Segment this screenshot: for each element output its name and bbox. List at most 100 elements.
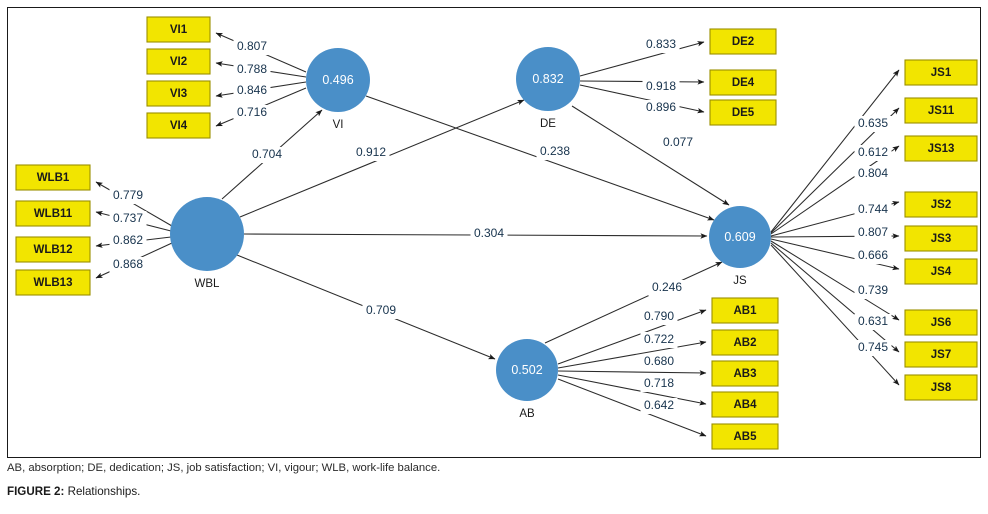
indicator-box-js13[interactable]: JS13 xyxy=(904,135,978,162)
indicator-box-js7[interactable]: JS7 xyxy=(904,341,978,368)
path-coefficient-de-de4: 0.918 xyxy=(646,79,676,93)
indicator-label: JS6 xyxy=(931,317,951,329)
indicator-box-vi2[interactable]: VI2 xyxy=(146,48,211,75)
path-coefficient-js-js1: 0.635 xyxy=(858,116,888,130)
path-coefficient-js-js3: 0.807 xyxy=(858,225,888,239)
indicator-box-wlb11[interactable]: WLB11 xyxy=(15,200,91,227)
indicator-box-js11[interactable]: JS11 xyxy=(904,97,978,124)
indicator-label: AB5 xyxy=(733,431,757,443)
indicator-box-ab2[interactable]: AB2 xyxy=(711,329,779,356)
indicator-box-de4[interactable]: DE4 xyxy=(709,69,777,96)
latent-node-wbl[interactable]: WBL xyxy=(170,197,244,290)
path-label-bg xyxy=(648,280,686,296)
figure-caption-label: FIGURE 2: xyxy=(7,484,65,498)
path-coefficient-vi-js: 0.238 xyxy=(540,144,570,158)
indicator-box-wlb1[interactable]: WLB1 xyxy=(15,164,91,191)
indicator-box-vi1[interactable]: VI1 xyxy=(146,16,211,43)
path-coefficient-wbl-wlb1: 0.779 xyxy=(113,188,143,202)
indicator-box-js6[interactable]: JS6 xyxy=(904,309,978,336)
path-arrow-js-to-js7 xyxy=(770,242,900,353)
indicator-label: JS13 xyxy=(928,143,955,155)
path-label-bg xyxy=(352,145,390,161)
indicator-box-js1[interactable]: JS1 xyxy=(904,59,978,86)
path-coefficient-ab-ab5: 0.642 xyxy=(644,398,674,412)
path-coefficient-de-js: 0.077 xyxy=(663,135,693,149)
latent-name-label: VI xyxy=(333,119,344,131)
indicator-box-ab1[interactable]: AB1 xyxy=(711,297,779,324)
path-label-bg xyxy=(640,332,678,348)
path-label-bg xyxy=(642,79,680,95)
path-coefficient-de-de2: 0.833 xyxy=(646,37,676,51)
indicator-label: AB1 xyxy=(733,305,757,317)
indicator-label: WLB11 xyxy=(34,208,73,220)
path-arrow-ab-to-ab2 xyxy=(557,340,707,369)
path-label-bg xyxy=(854,314,892,330)
indicator-box-de2[interactable]: DE2 xyxy=(709,28,777,55)
indicator-label: WLB1 xyxy=(37,172,70,184)
path-coefficient-wbl-ab: 0.709 xyxy=(366,303,396,317)
indicator-box-js8[interactable]: JS8 xyxy=(904,374,978,401)
indicator-box-js4[interactable]: JS4 xyxy=(904,258,978,285)
path-coefficient-ab-ab4: 0.718 xyxy=(644,376,674,390)
path-label-bg xyxy=(233,62,271,78)
path-arrow-ab-to-ab4 xyxy=(557,374,707,406)
path-coefficient-wbl-vi: 0.704 xyxy=(252,147,282,161)
latent-r2-value: 0.502 xyxy=(511,363,542,377)
path-coefficient-vi-vi2: 0.788 xyxy=(237,62,267,76)
indicator-label: VI2 xyxy=(170,56,187,68)
indicator-label: JS7 xyxy=(931,349,951,361)
indicator-label: DE5 xyxy=(732,107,755,119)
path-arrow-js-to-js1 xyxy=(770,69,900,233)
path-label-bg xyxy=(536,144,574,160)
latent-r2-value: 0.609 xyxy=(724,230,755,244)
path-label-bg xyxy=(854,283,892,299)
indicator-box-ab5[interactable]: AB5 xyxy=(711,423,779,450)
path-label-bg xyxy=(642,100,680,116)
figure-caption: FIGURE 2: Relationships. xyxy=(7,485,981,499)
latent-r2-value: 0.832 xyxy=(532,72,563,86)
indicator-label: DE4 xyxy=(732,77,755,89)
path-arrow-de-to-de5 xyxy=(579,84,705,114)
path-label-bg xyxy=(248,147,286,163)
path-label-bg xyxy=(233,39,271,55)
figure-legend: AB, absorption; DE, dedication; JS, job … xyxy=(7,462,441,474)
indicator-box-vi3[interactable]: VI3 xyxy=(146,80,211,107)
indicator-box-de5[interactable]: DE5 xyxy=(709,99,777,126)
path-arrow-de-to-js xyxy=(571,105,730,206)
indicator-box-js2[interactable]: JS2 xyxy=(904,191,978,218)
path-label-bg xyxy=(854,340,892,356)
indicator-label: JS1 xyxy=(931,67,952,79)
path-arrow-ab-to-ab3 xyxy=(557,370,707,376)
indicator-box-wlb12[interactable]: WLB12 xyxy=(15,236,91,263)
indicator-box-ab3[interactable]: AB3 xyxy=(711,360,779,387)
path-arrow-de-to-de4 xyxy=(579,79,705,85)
indicator-label: VI4 xyxy=(170,120,188,132)
latent-name-label: WBL xyxy=(195,278,221,290)
latent-name-label: DE xyxy=(540,118,556,130)
figure-caption-area: AB, absorption; DE, dedication; JS, job … xyxy=(7,462,981,498)
path-coefficient-vi-vi1: 0.807 xyxy=(237,39,267,53)
path-coefficient-ab-ab3: 0.680 xyxy=(644,354,674,368)
path-coefficient-ab-ab2: 0.722 xyxy=(644,332,674,346)
indicator-box-js3[interactable]: JS3 xyxy=(904,225,978,252)
path-coefficient-vi-vi3: 0.846 xyxy=(237,83,267,97)
indicator-box-wlb13[interactable]: WLB13 xyxy=(15,269,91,296)
path-coefficient-wbl-wlb12: 0.862 xyxy=(113,233,143,247)
path-coefficient-wbl-js: 0.304 xyxy=(474,226,504,240)
indicator-box-vi4[interactable]: VI4 xyxy=(146,112,211,139)
indicator-box-ab4[interactable]: AB4 xyxy=(711,391,779,418)
latent-name-label: AB xyxy=(519,408,535,420)
path-coefficient-js-js7: 0.631 xyxy=(858,314,888,328)
indicator-label: VI3 xyxy=(170,88,187,100)
path-label-bg xyxy=(854,116,892,132)
path-label-bg xyxy=(642,37,680,53)
path-coefficient-wbl-wlb13: 0.868 xyxy=(113,257,143,271)
indicator-label: JS4 xyxy=(931,266,952,278)
